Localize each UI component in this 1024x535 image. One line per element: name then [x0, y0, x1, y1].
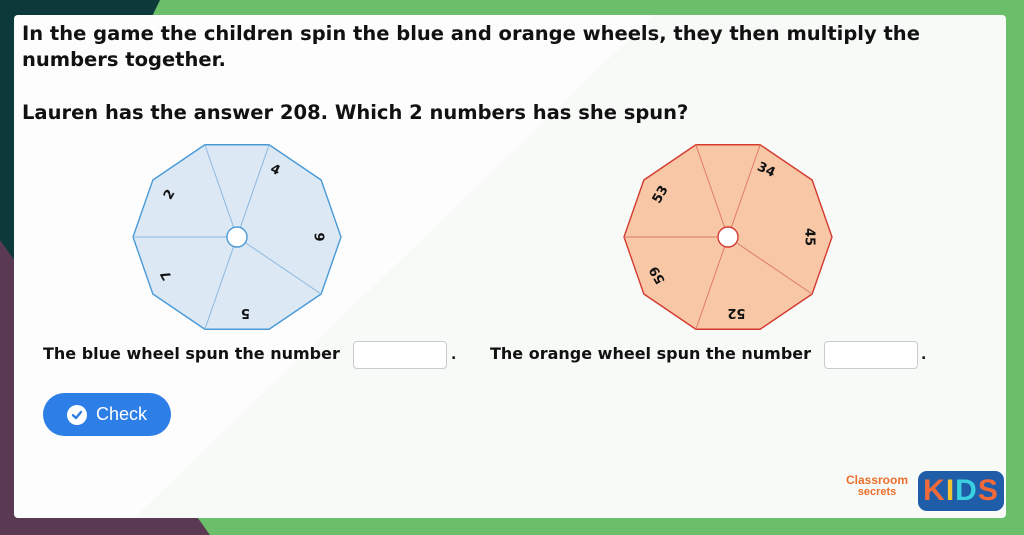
orange-wheel-number: 52: [727, 305, 745, 320]
orange-wheel-divider: [695, 144, 729, 238]
classroom-secrets-logo: Classroom secrets: [840, 474, 914, 498]
orange-wheel-number: 34: [755, 160, 778, 181]
kids-letter-d: D: [955, 474, 978, 507]
blue-answer-label: The blue wheel spun the number: [43, 344, 340, 363]
blue-wheel-divider: [204, 144, 238, 238]
blue-answer-box[interactable]: [353, 341, 450, 370]
check-button-label: Check: [95, 404, 148, 424]
blue-answer-input[interactable]: [354, 342, 450, 370]
orange-wheel-divider: [727, 144, 761, 238]
question-text: In the game the children spin the blue a…: [22, 22, 920, 71]
orange-answer-box[interactable]: [824, 341, 921, 370]
blue-wheel-hub: [226, 226, 248, 248]
orange-answer-input[interactable]: [825, 342, 921, 370]
kids-letter-k: K: [923, 474, 946, 507]
blue-answer-period: .: [451, 347, 457, 363]
blue-wheel-divider: [236, 236, 322, 295]
check-circle-icon: [66, 404, 87, 425]
logo-classroom-text: Classroom: [845, 473, 909, 487]
orange-wheel-hub: [717, 226, 739, 248]
orange-wheel-divider: [727, 236, 813, 295]
kids-letter-s: S: [977, 474, 999, 507]
card-background-shade: [14, 15, 654, 518]
orange-wheel-divider: [695, 236, 729, 330]
orange-wheel-number: 45: [802, 228, 817, 246]
question-prompt: Lauren has the answer 208. Which 2 numbe…: [22, 101, 689, 124]
question-card: In the game the children spin the blue a…: [14, 15, 1006, 518]
blue-wheel-divider: [204, 236, 238, 330]
kids-badge: K I D S: [918, 471, 1004, 511]
blue-wheel-divider: [236, 144, 270, 238]
logo-secrets-text: secrets: [857, 486, 897, 498]
check-button[interactable]: Check: [43, 393, 171, 436]
blue-wheel-number: 9: [311, 232, 326, 241]
orange-answer-period: .: [921, 347, 927, 363]
orange-answer-label: The orange wheel spun the number: [490, 344, 812, 363]
blue-wheel-number: 5: [241, 305, 250, 320]
kids-letter-i: I: [945, 474, 956, 507]
